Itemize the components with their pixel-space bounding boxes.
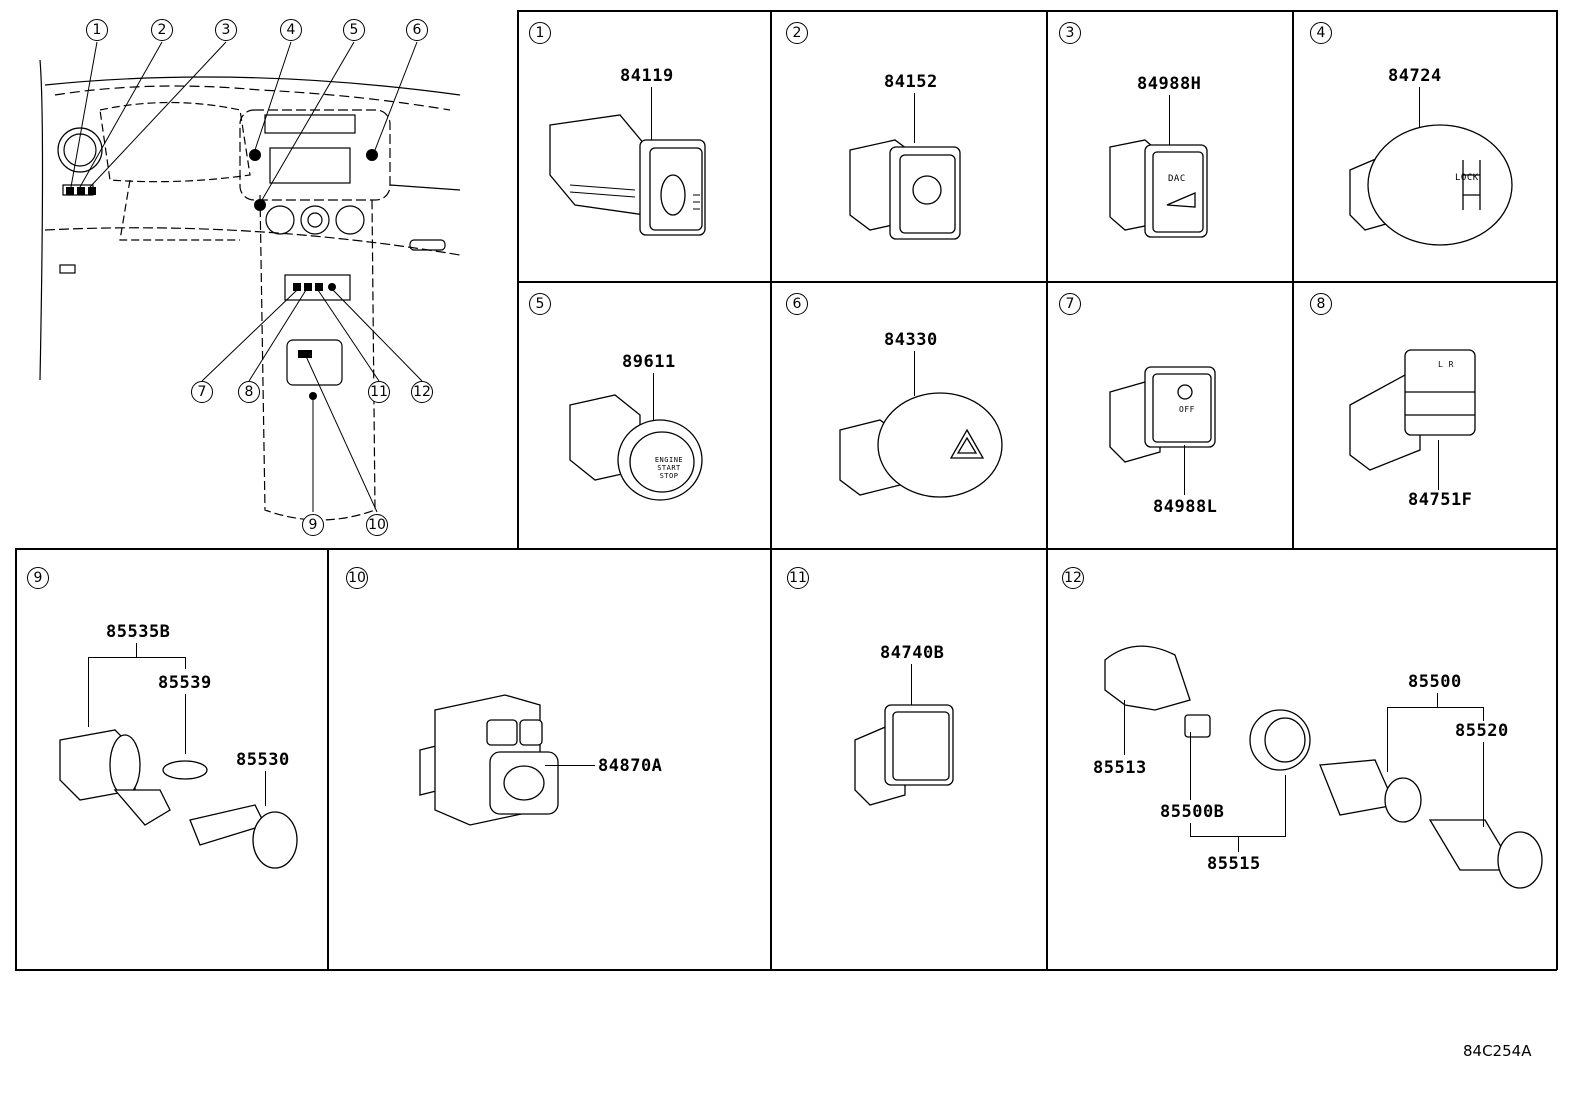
- cell-index-9: 9: [27, 567, 49, 589]
- part-number-85500b: 85500B: [1160, 802, 1225, 822]
- part-number-85539: 85539: [158, 673, 212, 693]
- leader-line: [136, 643, 137, 657]
- callout-6: 6: [406, 19, 428, 41]
- leader-line: [653, 373, 654, 423]
- grid-border-top: [517, 10, 1557, 12]
- dashboard-overview-drawing: [39, 41, 461, 521]
- leader-line: [1190, 823, 1191, 836]
- cell-index-12: 12: [1062, 567, 1084, 589]
- part-number: 84740B: [880, 643, 945, 663]
- leader-line: [1124, 700, 1125, 755]
- lock-icon-label: LOCK: [1455, 173, 1479, 183]
- grid-vline-9-10: [327, 548, 329, 970]
- leader-line: [88, 657, 186, 658]
- part-number: 84988H: [1137, 74, 1202, 94]
- grid-vline-5: [1556, 10, 1558, 970]
- part-number: 84330: [884, 330, 938, 350]
- part-number: 89611: [622, 352, 676, 372]
- callout-5: 5: [343, 19, 365, 41]
- grid-vline-4: [1292, 10, 1294, 549]
- part-number-85500: 85500: [1408, 672, 1462, 692]
- leader-line: [265, 771, 266, 806]
- seat-heater-label: L R: [1438, 360, 1454, 369]
- leader-line: [1419, 87, 1420, 127]
- vsc-off-label: OFF: [1179, 405, 1195, 414]
- part-number-85515: 85515: [1207, 854, 1261, 874]
- part-number: 84988L: [1153, 497, 1218, 517]
- hazard-switch-icon: [839, 392, 1003, 498]
- cigarette-lighter-icon: [1104, 645, 1543, 889]
- headlamp-leveling-switch-icon: [849, 139, 961, 240]
- cell-index-7: 7: [1059, 293, 1081, 315]
- grid-border-mid: [517, 281, 1557, 283]
- callout-8: 8: [238, 381, 260, 403]
- grid-border-lower: [15, 548, 1557, 550]
- cell-index-1: 1: [529, 22, 551, 44]
- leader-line: [1437, 693, 1438, 707]
- grid-border-bottom: [15, 969, 1557, 971]
- grid-vline-3: [1046, 10, 1048, 970]
- cell-index-11: 11: [787, 567, 809, 589]
- leader-line: [914, 93, 915, 143]
- part-number: 84724: [1388, 66, 1442, 86]
- part-number-85513: 85513: [1093, 758, 1147, 778]
- diagram-code: 84C254A: [1463, 1042, 1532, 1060]
- leader-line: [1438, 440, 1439, 490]
- part-number: 84119: [620, 66, 674, 86]
- leader-line: [651, 87, 652, 142]
- callout-1: 1: [86, 19, 108, 41]
- power-outlet-icon: [59, 729, 298, 869]
- cell-index-5: 5: [529, 293, 551, 315]
- leader-line: [1483, 707, 1484, 721]
- leader-line: [1169, 95, 1170, 145]
- mirror-switch-icon: [419, 694, 559, 826]
- seat-heater-switch-icon: [1349, 349, 1476, 471]
- callout-10: 10: [366, 514, 388, 536]
- cell-index-2: 2: [786, 22, 808, 44]
- dac-icon-label: DAC: [1168, 174, 1186, 184]
- part-number-85530: 85530: [236, 750, 290, 770]
- part-number-85535b: 85535B: [106, 622, 171, 642]
- part-number: 84870A: [598, 756, 663, 776]
- leader-line: [1285, 775, 1286, 836]
- leader-line: [1184, 445, 1185, 495]
- leader-line: [88, 657, 89, 727]
- grid-vline-2: [770, 10, 772, 970]
- cell-index-6: 6: [786, 293, 808, 315]
- leader-line: [1238, 836, 1239, 852]
- engine-start-label: ENGINE START STOP: [654, 456, 684, 480]
- part-number: 84751F: [1408, 490, 1473, 510]
- leader-line: [1190, 732, 1191, 800]
- leader-line: [545, 765, 595, 766]
- part-number: 84152: [884, 72, 938, 92]
- cell-index-3: 3: [1059, 22, 1081, 44]
- cell-index-10: 10: [346, 567, 368, 589]
- cruise-switch-icon: [854, 704, 954, 806]
- engine-start-button-icon: [569, 394, 703, 501]
- leader-line: [914, 351, 915, 396]
- leader-line: [911, 664, 912, 712]
- leader-line: [1483, 742, 1484, 827]
- callout-9: 9: [302, 514, 324, 536]
- leader-line: [185, 657, 186, 669]
- callout-7: 7: [191, 381, 213, 403]
- cell-index-4: 4: [1310, 22, 1332, 44]
- leader-line: [1387, 707, 1484, 708]
- dac-switch-icon: [1109, 139, 1208, 238]
- callout-2: 2: [151, 19, 173, 41]
- callout-3: 3: [215, 19, 237, 41]
- callout-12: 12: [411, 381, 433, 403]
- leader-line: [1387, 707, 1388, 772]
- cell-index-8: 8: [1310, 293, 1332, 315]
- callout-11: 11: [368, 381, 390, 403]
- leader-line: [185, 694, 186, 754]
- grid-vline-left: [15, 548, 17, 970]
- grid-vline-1: [517, 10, 519, 549]
- lock-switch-icon: [1349, 124, 1513, 246]
- vsc-off-switch-icon: [1109, 366, 1216, 463]
- dimmer-switch-icon: [549, 114, 706, 236]
- callout-4: 4: [280, 19, 302, 41]
- part-number-85520: 85520: [1455, 721, 1509, 741]
